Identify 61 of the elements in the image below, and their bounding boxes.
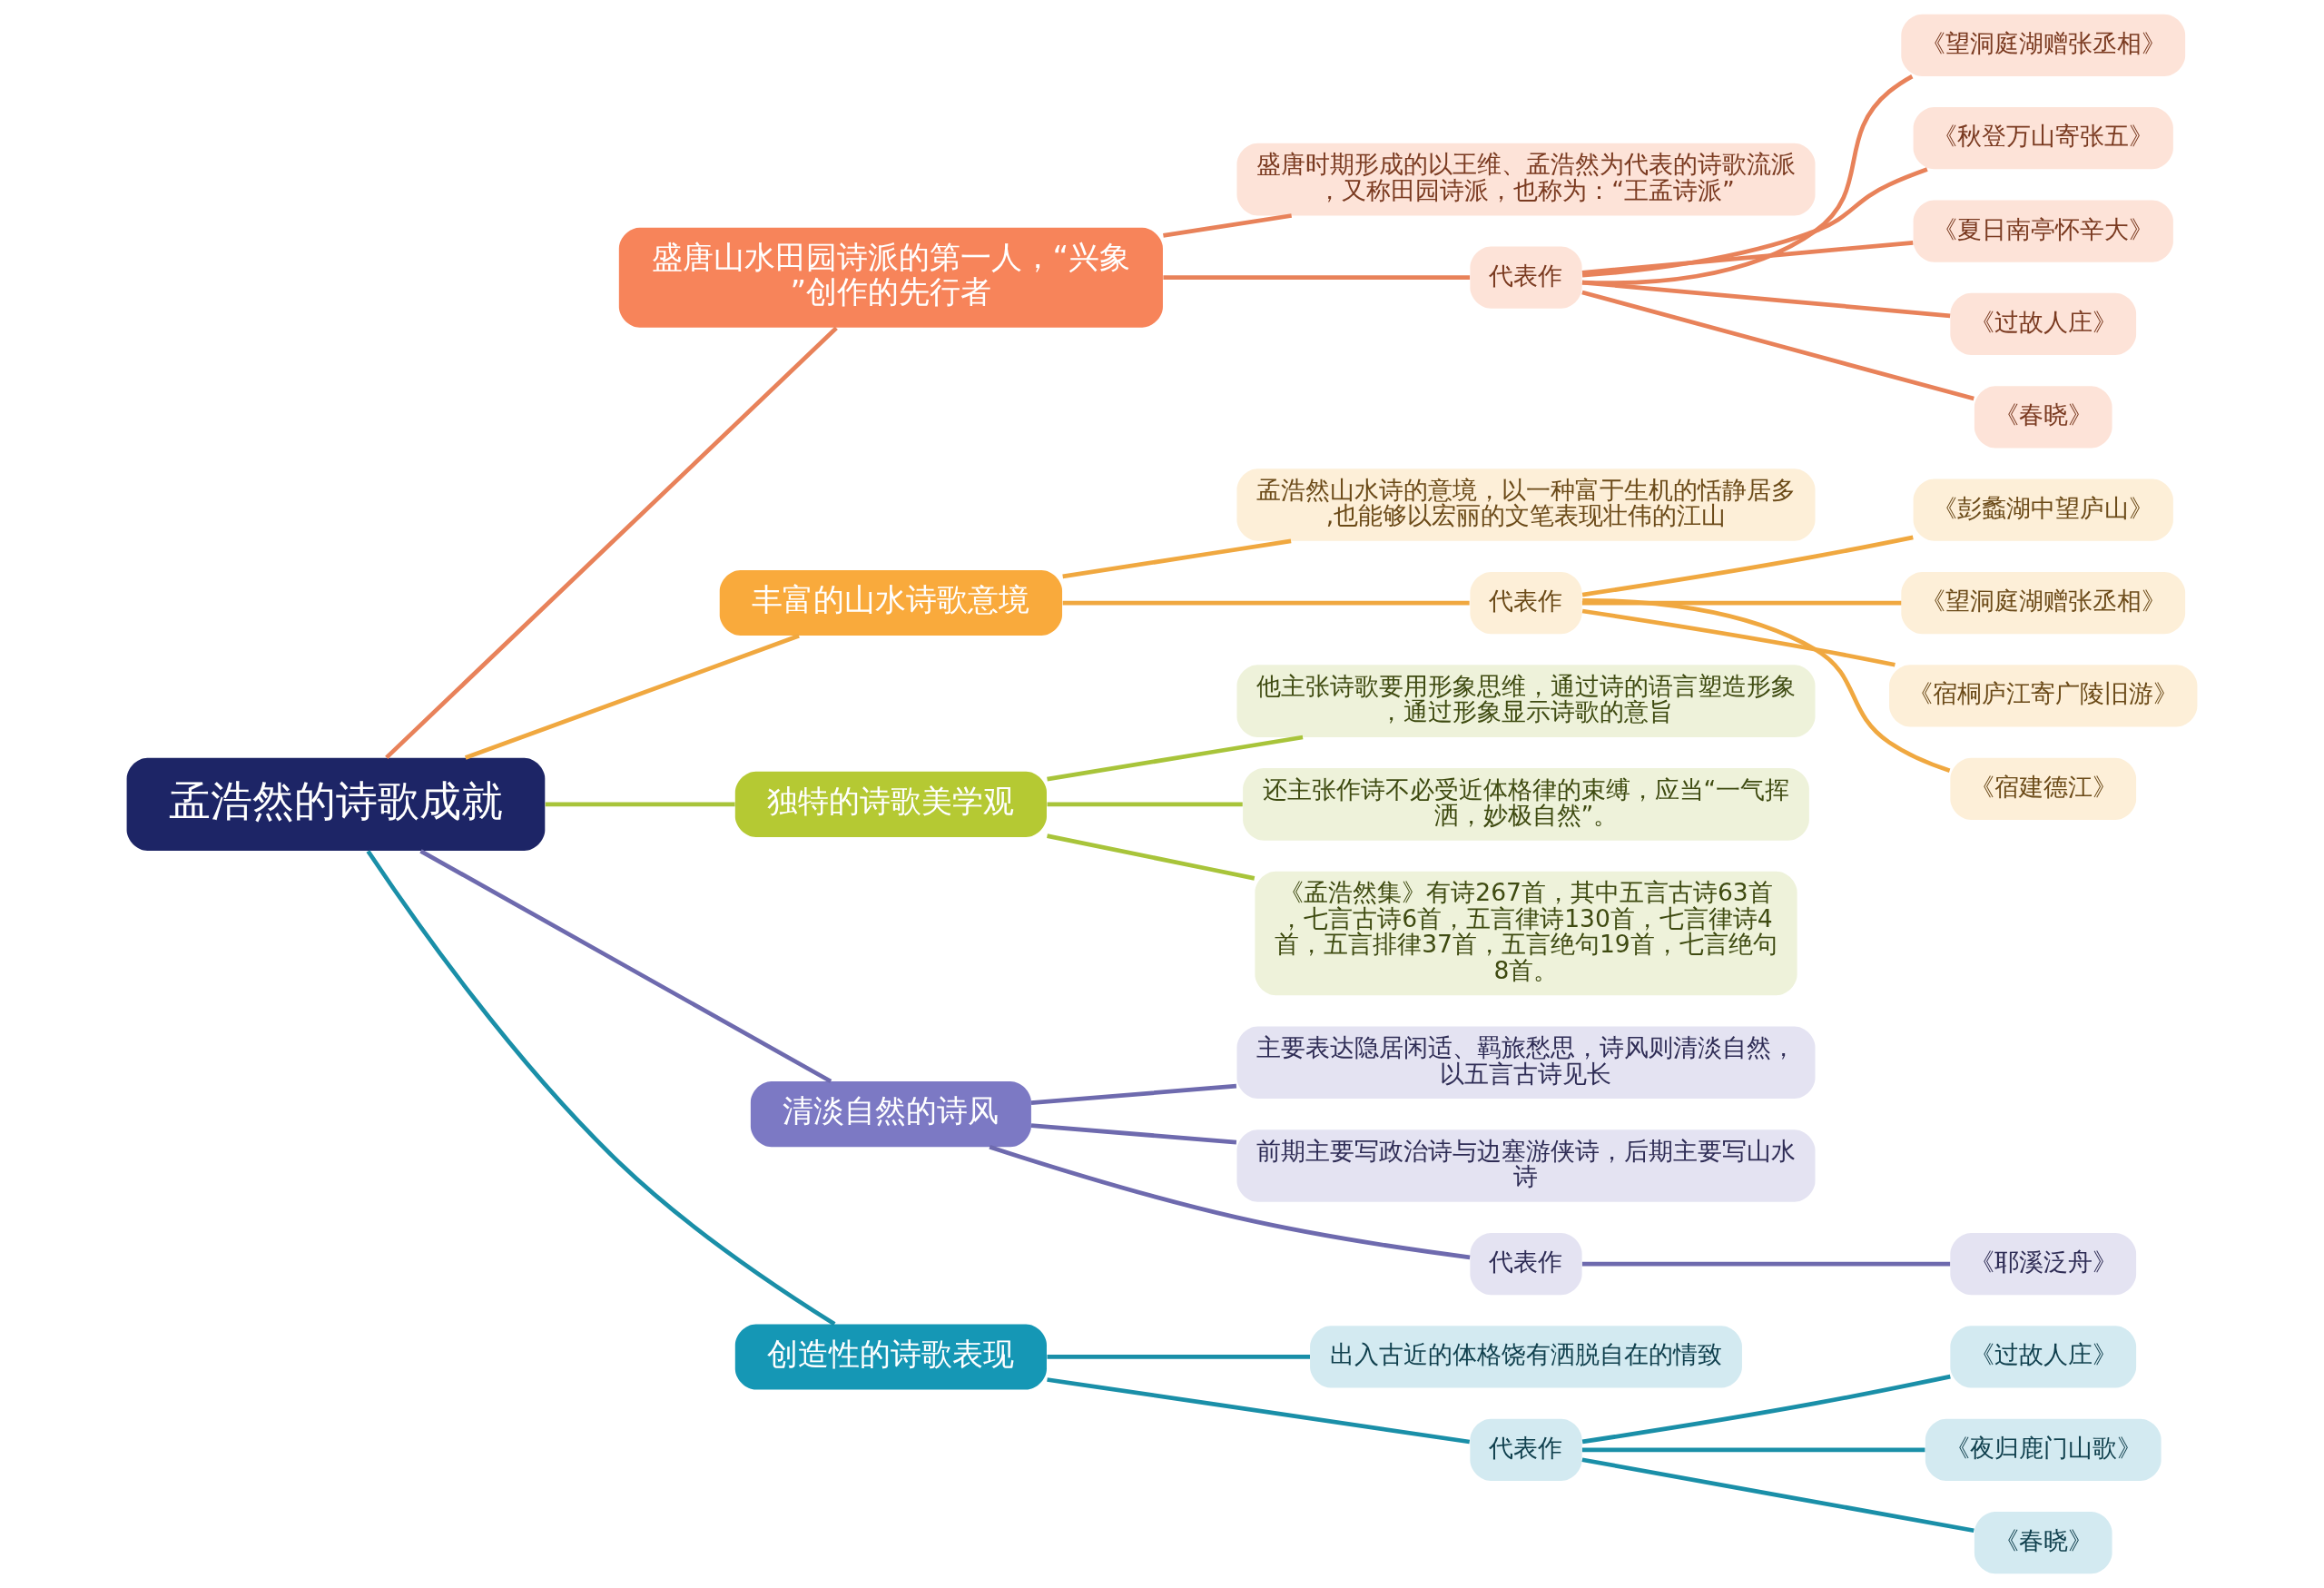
node-box: 独特的诗歌美学观 (734, 771, 1047, 837)
node-box: 《彭蠡湖中望庐山》 (1913, 478, 2173, 541)
connector (545, 802, 735, 807)
connector (1047, 802, 1243, 807)
node-box: 创造性的诗歌表现 (734, 1324, 1047, 1390)
node-box: 《望洞庭湖赠张丞相》 (1901, 571, 2186, 635)
node-box: 《宿建德江》 (1950, 757, 2137, 820)
connector (1581, 600, 1902, 606)
connector (1062, 538, 1292, 579)
node-box: 《过故人庄》 (1950, 1326, 2137, 1388)
connector (1581, 1447, 1925, 1453)
connector (1030, 1083, 1237, 1106)
connector (1581, 240, 1914, 275)
node-box: 代表作 (1470, 571, 1582, 635)
node-box: 清淡自然的诗风 (750, 1081, 1031, 1148)
node-box: 他主张诗歌要用形象思维，通过诗的语言塑造形象，通过形象显示诗歌的意旨 (1236, 665, 1816, 737)
connector (1047, 1377, 1471, 1445)
connector (1163, 213, 1293, 238)
node-box: 代表作 (1470, 1418, 1582, 1481)
node-box: 《夜归鹿门山歌》 (1925, 1418, 2162, 1481)
node-box: 前期主要写政治诗与边塞游侠诗，后期主要写山水诗 (1236, 1129, 1816, 1202)
connector (1047, 833, 1256, 881)
connector (1581, 608, 1896, 667)
connector (1581, 167, 1928, 278)
connector (1581, 280, 1951, 319)
node-box: 《春晓》 (1974, 1512, 2112, 1574)
connector (1581, 1374, 1951, 1445)
connector (1582, 74, 1914, 285)
node-box: 出入古近的体格饶有洒脱自在的情致 (1310, 1326, 1742, 1388)
node-box: 孟浩然的诗歌成就 (126, 757, 546, 852)
node-box: 代表作 (1470, 1232, 1582, 1296)
node-box: 《孟浩然集》有诗267首，其中五言古诗63首，七言古诗6首，五言律诗130首，七言律诗4首，五言排律37首，五言绝句19首，七言绝句8首。 (1255, 871, 1797, 996)
connector (1047, 1355, 1310, 1359)
connector (419, 849, 832, 1084)
connector (385, 326, 838, 760)
node-box: 盛唐山水田园诗派的第一人，“兴象”创作的先行者 (618, 227, 1163, 328)
connector (1581, 290, 1974, 401)
node-box: 丰富的山水诗歌意境 (719, 570, 1063, 636)
connector (1047, 735, 1304, 782)
node-box: 孟浩然山水诗的意境，以一种富于生机的恬静居多,也能够以宏丽的文笔表现壮伟的江山 (1236, 469, 1816, 541)
node-box: 《宿桐庐江寄广陵旧游》 (1889, 665, 2198, 727)
connector (464, 634, 800, 760)
node-box: 代表作 (1470, 246, 1582, 309)
connector (1163, 275, 1471, 281)
node-box: 《过故人庄》 (1950, 292, 2137, 356)
node-box: 还主张作诗不必受近体格律的束缚，应当“一气挥洒，妙极自然”。 (1243, 768, 1809, 841)
connector (1581, 535, 1914, 597)
connector (1062, 600, 1470, 606)
connector (1030, 1123, 1237, 1145)
connector (989, 1145, 1471, 1260)
connector (366, 850, 836, 1327)
node-box: 主要表达隐居闲适、羁旅愁思，诗风则清淡自然，以五言古诗见长 (1236, 1026, 1816, 1100)
connector (1582, 597, 1951, 773)
connector (1581, 1457, 1974, 1534)
node-box: 《秋登万山寄张五》 (1913, 107, 2173, 170)
node-box: 《春晓》 (1974, 386, 2112, 449)
node-box: 《望洞庭湖赠张丞相》 (1901, 14, 2186, 76)
node-box: 盛唐时期形成的以王维、孟浩然为代表的诗歌流派，又称田园诗派，也称为：“王孟诗派” (1236, 143, 1816, 216)
node-box: 《夏日南亭怀辛大》 (1913, 200, 2173, 262)
connector (1581, 1261, 1951, 1267)
node-box: 《耶溪泛舟》 (1950, 1232, 2137, 1296)
